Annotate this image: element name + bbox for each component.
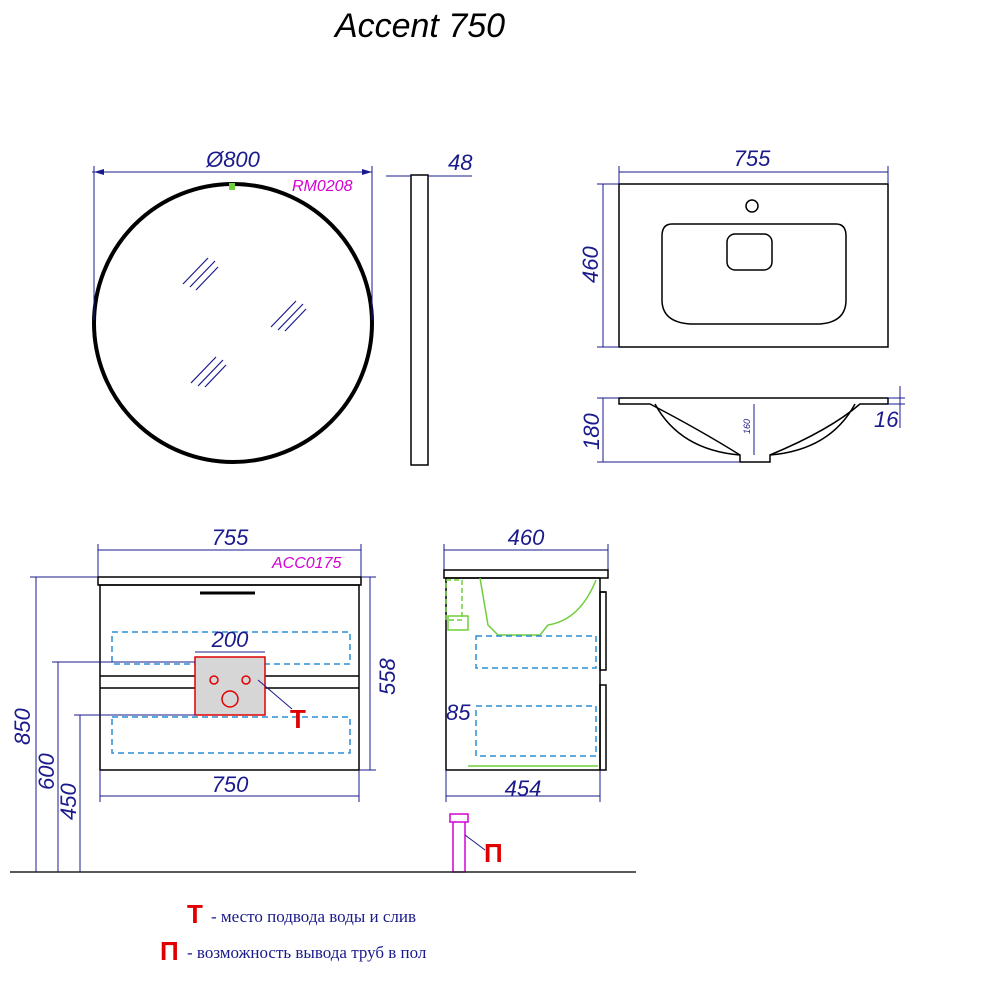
- cabinet-bottom-width-label: 750: [212, 772, 249, 797]
- side-top-depth-label: 460: [508, 525, 545, 550]
- drawer-outline-top: [111, 631, 351, 665]
- sink-section-view: 160 180 16: [579, 386, 905, 463]
- mirror-depth-label: 48: [448, 150, 473, 175]
- mirror-side-profile: [410, 174, 429, 466]
- side-body: [445, 577, 601, 771]
- total-height-label: 850: [10, 708, 35, 745]
- sink-bowl: [661, 223, 847, 325]
- height-600-label: 600: [34, 753, 59, 790]
- cabinet-body: [99, 584, 360, 771]
- cabinet-body-height-label: 558: [375, 658, 400, 695]
- sink-outline: [618, 183, 889, 348]
- sink-width-label: 755: [734, 146, 771, 171]
- height-450-label: 450: [56, 783, 81, 820]
- drawer-outline-bottom: [111, 716, 351, 754]
- panel-width-label: 200: [211, 627, 249, 652]
- mirror-diameter-label: Ø800: [205, 147, 261, 172]
- side-drawer-bottom: [475, 705, 597, 757]
- sink-rim-label: 16: [874, 407, 899, 432]
- service-panel: [194, 656, 266, 716]
- floor-pipe: [452, 814, 466, 873]
- mirror-hanger: [229, 183, 235, 190]
- side-countertop: [443, 569, 609, 579]
- cabinet-code-label: ACC0175: [271, 555, 341, 572]
- marker-p: П: [484, 838, 503, 868]
- legend-text-t: - место подвода воды и слив: [211, 907, 416, 926]
- side-bottom-depth-label: 454: [505, 776, 542, 801]
- faucet-hole: [745, 199, 759, 213]
- side-sink-profile: [479, 577, 597, 636]
- sink-depth-label: 460: [578, 246, 603, 283]
- page-title: Accent 750: [333, 7, 505, 45]
- mirror-circle: [92, 182, 374, 464]
- legend-mark-p: П: [160, 936, 179, 966]
- sink-top-view: 755 460: [578, 146, 889, 348]
- cabinet-top-width-label: 755: [212, 525, 249, 550]
- sink-height-label: 180: [579, 413, 604, 450]
- legend-mark-t: Т: [187, 899, 203, 929]
- sink-drain: [726, 233, 773, 271]
- cabinet-side-view: 460 85 454 П: [443, 525, 609, 873]
- legend-text-p: - возможность вывода труб в пол: [187, 943, 427, 962]
- side-offset-label: 85: [446, 700, 471, 725]
- legend: Т - место подвода воды и слив П - возмож…: [160, 899, 427, 966]
- mirror-code-label: RM0208: [292, 178, 353, 195]
- marker-t: Т: [290, 704, 306, 734]
- mirror-reflection-marks: [182, 257, 307, 388]
- mirror-front-view: Ø800 RM0208: [92, 147, 374, 464]
- cabinet-front-view: 755 ACC0175 200 Т 750 558: [10, 525, 400, 872]
- countertop: [97, 576, 362, 586]
- sink-bowl-depth-label: 160: [742, 419, 752, 434]
- side-drawer-top: [475, 635, 597, 669]
- mirror-side-view: 48: [386, 150, 473, 466]
